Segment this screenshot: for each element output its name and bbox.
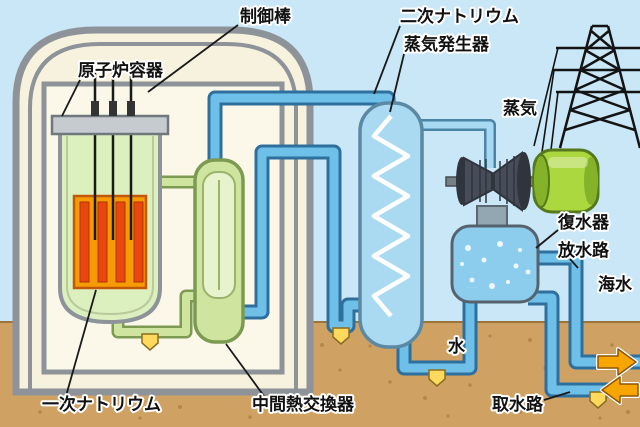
secondary-pump-icon [332, 327, 350, 345]
label-steam: 蒸気 [503, 98, 537, 118]
label-control-rod: 制御棒 [240, 6, 292, 26]
label-condenser: 復水器 [557, 212, 610, 232]
labels: 制御棒 原子炉容器 二次ナトリウム 蒸気発生器 蒸気 復水器 放水路 海水 水 … [40, 4, 635, 416]
label-steam-generator: 蒸気発生器 [404, 34, 490, 54]
generator [532, 148, 600, 214]
pump-icons [141, 327, 607, 409]
leader-steam-generator [389, 53, 405, 113]
label-secondary-sodium: 二次ナトリウム [400, 6, 519, 26]
label-discharge-channel: 放水路 [557, 240, 610, 260]
vessel-lid [50, 114, 170, 136]
control-rods [93, 72, 133, 240]
leader-lines [61, 24, 579, 401]
label-water: 水 [448, 336, 466, 356]
intake-pipe [528, 290, 640, 398]
label-intake-channel: 取水路 [492, 394, 544, 414]
feedwater-pump-icon [428, 369, 446, 387]
label-seawater: 海水 [598, 274, 633, 294]
label-intermediate-heat-exchanger: 中間熱交換器 [252, 394, 355, 414]
leader-secondary-sodium [373, 25, 401, 95]
flow-arrows [596, 347, 640, 405]
leader-ihx [225, 343, 265, 397]
label-reactor-vessel: 原子炉容器 [78, 60, 164, 80]
leader-control-rod [147, 24, 239, 93]
heating-coil [371, 114, 411, 318]
transmission-tower-icon [533, 24, 640, 159]
control-rod-drives [91, 101, 135, 116]
leader-discharge [569, 258, 579, 269]
leader-condenser [535, 229, 559, 249]
feedwater-pipe [396, 292, 478, 376]
label-primary-sodium: 一次ナトリウム [42, 394, 161, 414]
turbine [445, 151, 599, 212]
fuel-rods [79, 201, 144, 283]
steam-generator [358, 101, 424, 349]
leader-primary-sodium [65, 289, 97, 397]
primary-pump-icon [141, 333, 159, 351]
steam-pipe [414, 119, 496, 168]
reactor-vessel [50, 72, 170, 325]
power-lines [533, 47, 559, 159]
leader-intake [543, 391, 571, 401]
leader-reactor-vessel [61, 79, 81, 117]
intermediate-heat-exchanger [193, 158, 245, 344]
condenser [450, 224, 540, 304]
